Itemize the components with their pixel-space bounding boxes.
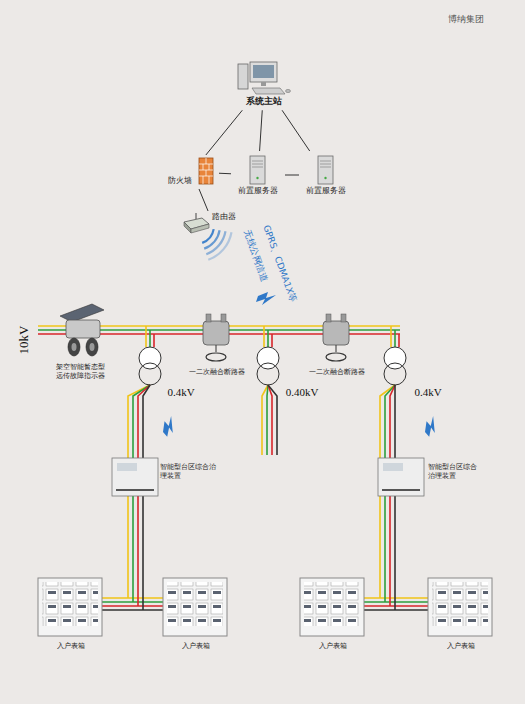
network-link (199, 189, 208, 211)
meter-box-icon (38, 578, 492, 636)
node-label: 入户表箱 (300, 642, 366, 651)
device-node: 防火墙 (166, 156, 218, 188)
node-label: 一二次融合断路器 (180, 368, 254, 377)
governance-device-icon (378, 458, 424, 496)
annotation-label: 0.40kV (286, 386, 319, 398)
node-label: 防火墙 (168, 176, 218, 186)
device-node: 系统主站 (228, 58, 300, 109)
device-node: 智能型台区综合治理装置 (376, 455, 482, 499)
governance-device-icon (112, 458, 158, 496)
network-link (282, 110, 310, 151)
device-node: 入户表箱 (38, 578, 104, 653)
device-node: 智能型台区综合治理装置 (110, 455, 216, 499)
node-label: 路由器 (212, 212, 244, 222)
lv-wire (100, 385, 428, 610)
device-node: 入户表箱 (163, 578, 229, 653)
fault-indicator-icon (60, 304, 104, 356)
node-label: 入户表箱 (163, 642, 229, 651)
network-link (260, 110, 263, 151)
breaker-icon (323, 314, 349, 361)
node-label: 入户表箱 (38, 642, 104, 651)
node-label: 架空智能暂态型 远传故障指示器 (52, 363, 108, 381)
transformer-symbol (139, 347, 406, 385)
device-node: 前置服务器 (232, 152, 284, 198)
network-link (219, 173, 231, 175)
node-label: 智能型台区综合治理装置 (160, 463, 216, 481)
router-icon (184, 213, 209, 233)
annotation-label: 博纳集团 (448, 15, 484, 25)
breaker-icon (203, 314, 229, 361)
server-icon (318, 156, 333, 184)
firewall-icon (199, 158, 213, 184)
device-node: 入户表箱 (300, 578, 366, 653)
radio-waves (202, 229, 231, 260)
node-label: 一二次融合断路器 (300, 368, 374, 377)
device-node: 前置服务器 (300, 152, 352, 198)
server-icon (250, 156, 265, 184)
annotation-label: 0.4kV (167, 386, 194, 398)
device-node: 路由器 (182, 212, 244, 234)
wireless-bolt (159, 292, 442, 438)
annotation-label: 0.4kV (414, 386, 441, 398)
network-link (285, 175, 299, 176)
computer-icon (238, 62, 291, 94)
device-node: 架空智能暂态型 远传故障指示器 (52, 305, 108, 383)
node-label: 系统主站 (228, 96, 300, 107)
annotation-label: 10kV (17, 326, 31, 355)
device-node: 一二次融合断路器 (300, 315, 374, 379)
device-node: 入户表箱 (428, 578, 494, 653)
node-label: 入户表箱 (428, 642, 494, 651)
network-link (206, 110, 242, 155)
node-label: 智能型台区综合治理装置 (428, 463, 482, 481)
node-label: 前置服务器 (300, 186, 352, 196)
node-label: 前置服务器 (232, 186, 284, 196)
annotation-label: GPRS、CDMA1X等 (260, 224, 297, 304)
device-node: 一二次融合断路器 (180, 315, 254, 379)
